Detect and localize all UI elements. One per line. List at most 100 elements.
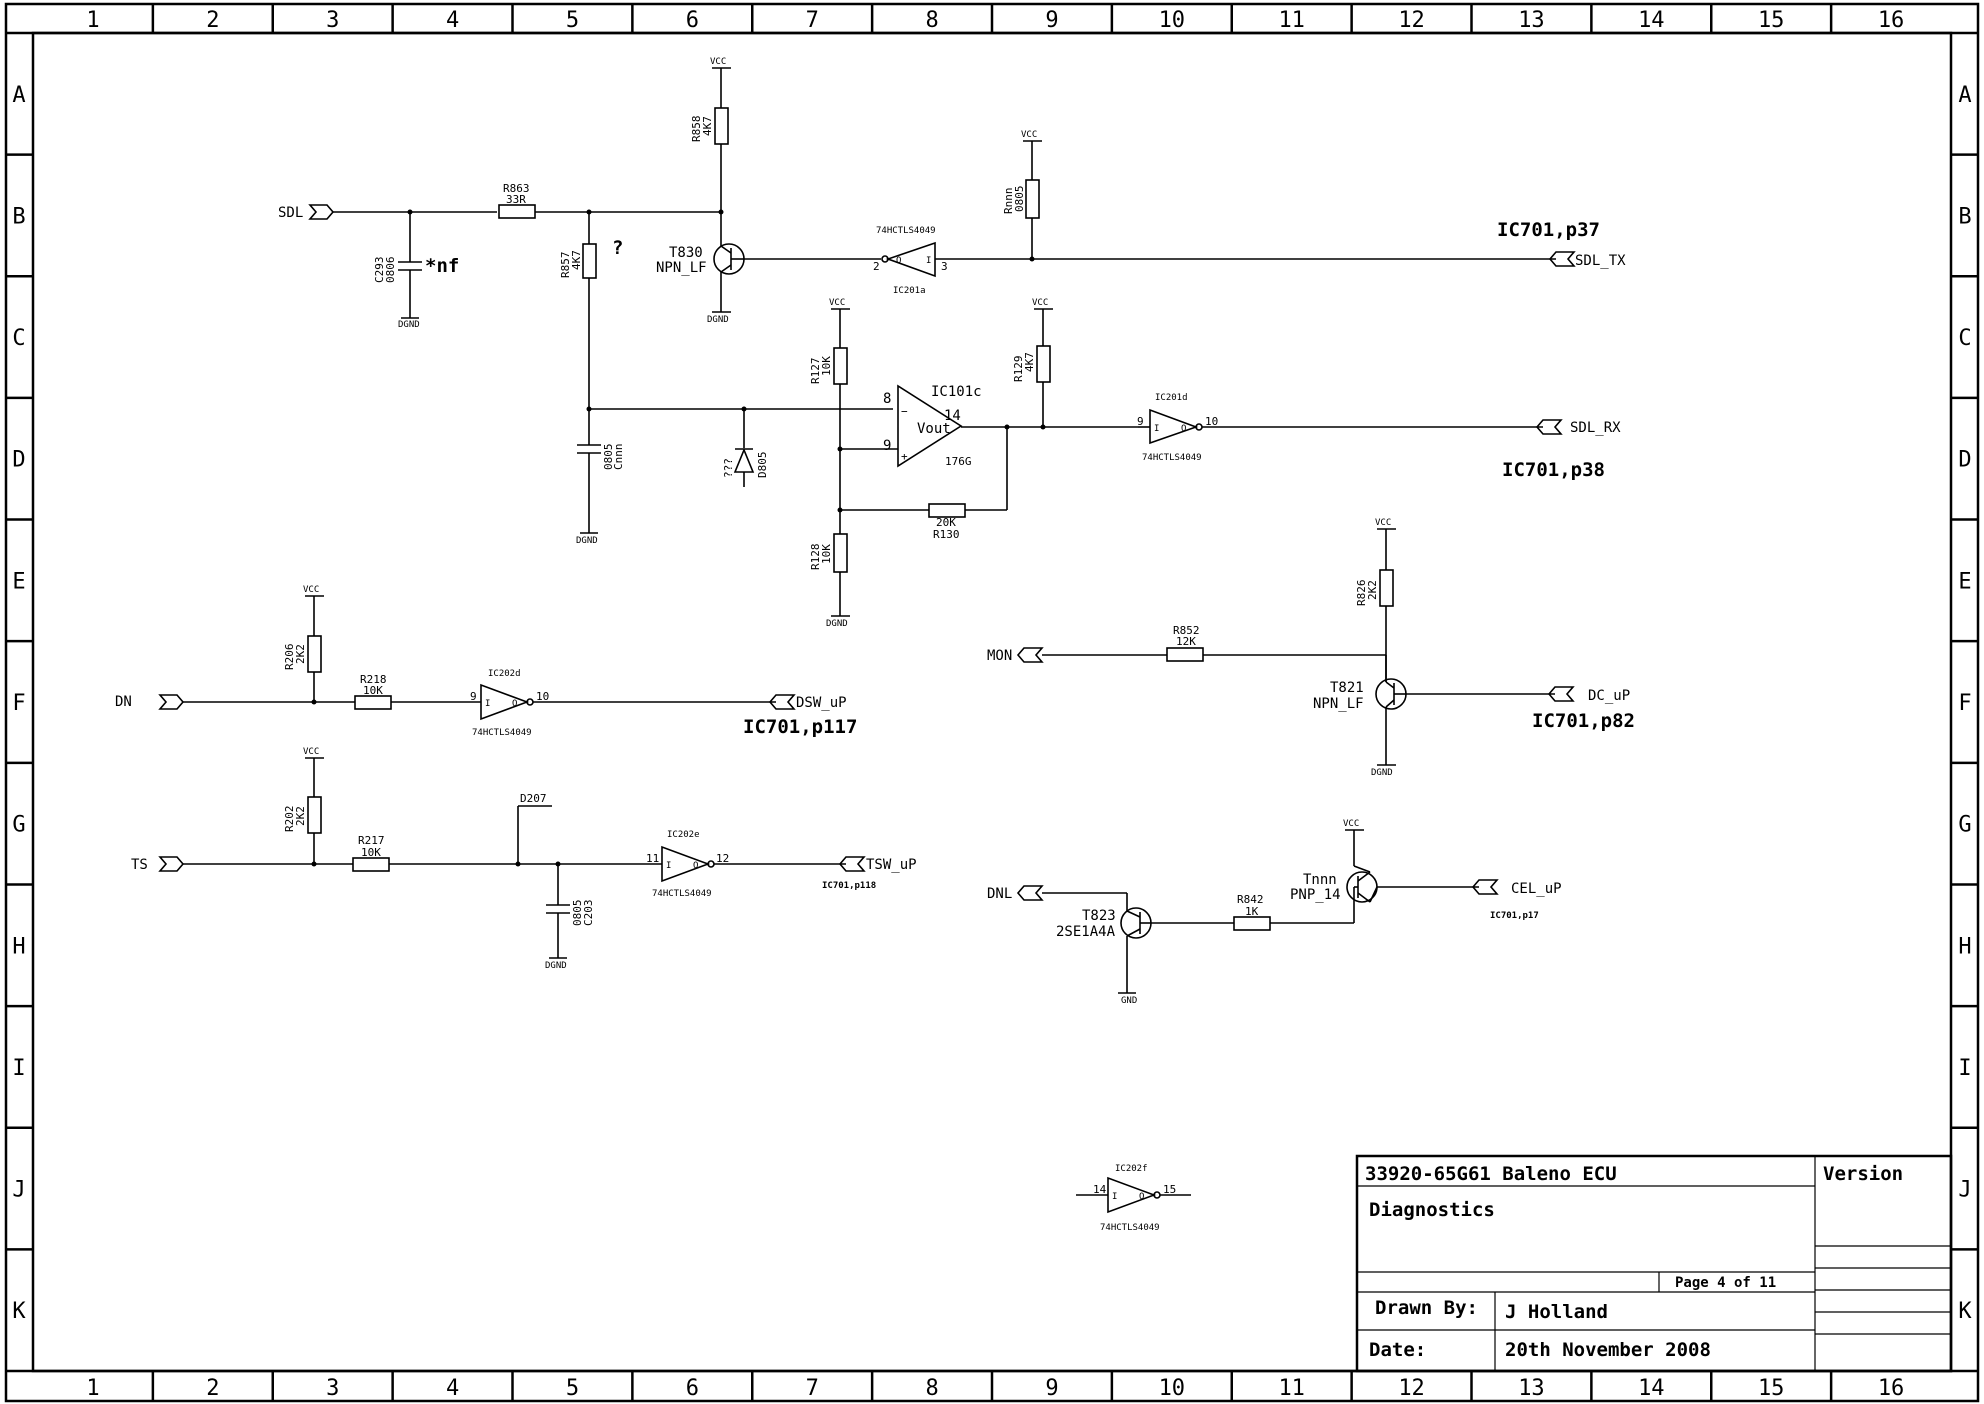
ic201a-part: 74HCTLS4049	[876, 226, 936, 236]
resistor-r218	[354, 695, 392, 710]
r858-ref: R858	[690, 116, 703, 143]
diode-d805	[733, 447, 755, 473]
r218-ref: R218	[360, 673, 387, 686]
resistor-r863	[498, 204, 536, 219]
ic201a-o: O	[896, 256, 901, 266]
port-sdl-label: SDL	[278, 205, 303, 221]
r129-ref: R129	[1012, 356, 1025, 383]
ic202d-o: O	[512, 699, 517, 709]
r128-ref: R128	[809, 544, 822, 571]
zone-column-label: 3	[326, 1376, 339, 1401]
d805-ref: D805	[756, 452, 769, 479]
r130-ref: R130	[933, 528, 960, 541]
title-block-title: 33920-65G61 Baleno ECU	[1365, 1163, 1617, 1185]
r206-vcc: VCC	[303, 585, 319, 595]
ic202e-pin-in: 11	[646, 852, 659, 865]
zone-row-label: C	[1958, 326, 1971, 351]
r202-val: 2K2	[294, 806, 307, 826]
zone-column-label: 15	[1758, 8, 1785, 33]
zone-column-label: 9	[1045, 1376, 1058, 1401]
port-dnl-arrow	[1016, 885, 1044, 901]
resistor-r217	[352, 857, 390, 872]
zone-column-label: 1	[86, 1376, 99, 1401]
ic202e-i: I	[666, 861, 671, 871]
r826-ref: R826	[1355, 580, 1368, 607]
cnnn-ref: Cnnn	[612, 444, 625, 471]
zone-column-label: 2	[206, 1376, 219, 1401]
tnnn-type: PNP_14	[1290, 887, 1341, 903]
zone-row-label: H	[12, 934, 25, 959]
opamp-ic101c	[897, 384, 963, 468]
title-block-version-label: Version	[1823, 1163, 1903, 1185]
note-ic701-p82: IC701,p82	[1532, 710, 1635, 732]
r217-val: 10K	[361, 846, 381, 859]
zone-column-label: 14	[1638, 1376, 1665, 1401]
zone-row-label: K	[12, 1299, 26, 1324]
question-note: ?	[612, 237, 623, 259]
title-block-page: Page 4 of 11	[1675, 1275, 1776, 1291]
ic201d-ref: IC201d	[1155, 393, 1188, 403]
c203-dgnd: DGND	[545, 961, 567, 971]
zone-column-label: 6	[686, 1376, 699, 1401]
t821-type: NPN_LF	[1313, 696, 1364, 712]
port-dn-arrow	[158, 694, 185, 710]
zone-row-label: I	[1958, 1056, 1971, 1081]
zone-row-label: G	[1958, 813, 1971, 838]
ic201d-pin-in: 9	[1137, 415, 1144, 428]
zone-column-label: 10	[1159, 1376, 1186, 1401]
zone-column-label: 11	[1278, 1376, 1305, 1401]
port-dc-up-label: DC_uP	[1588, 688, 1630, 704]
ic202f-part: 74HCTLS4049	[1100, 1223, 1160, 1233]
zone-column-label: 8	[925, 1376, 938, 1401]
resistor-r129	[1036, 345, 1051, 383]
note-ic701-p117: IC701,p117	[743, 716, 857, 738]
opamp-pin-neg: 8	[883, 391, 891, 407]
r857-ref: R857	[559, 252, 572, 279]
t821-ref: T821	[1330, 680, 1364, 696]
opamp-minus: −	[901, 405, 908, 418]
zone-row-label: G	[12, 813, 25, 838]
zone-row-label: J	[12, 1178, 25, 1203]
ic202e-ref: IC202e	[667, 830, 700, 840]
note-ic701-p17: IC701,p17	[1490, 911, 1539, 921]
r128-dgnd: DGND	[826, 619, 848, 629]
port-dn-label: DN	[115, 694, 132, 710]
title-block-subtitle: Diagnostics	[1369, 1199, 1495, 1221]
zone-row-label: E	[12, 569, 25, 594]
c203-val: 0805	[571, 900, 584, 927]
ic202d-ref: IC202d	[488, 669, 521, 679]
zone-column-label: 13	[1518, 1376, 1545, 1401]
zone-row-label: D	[12, 448, 25, 473]
ic201a-i: I	[926, 256, 931, 266]
resistor-r202	[307, 796, 322, 834]
r129-vcc: VCC	[1032, 298, 1048, 308]
zone-row-label: J	[1958, 1178, 1971, 1203]
dnl-circuit: DNL T823 2SE1A4A GND R842 1K Tnnn PNP_14…	[987, 819, 1562, 1006]
ic201d-i: I	[1154, 424, 1159, 434]
port-sdl-tx-arrow	[1548, 251, 1576, 267]
zone-row-label: K	[1958, 1299, 1972, 1324]
gate-ic202d	[480, 683, 530, 721]
r218-val: 10K	[363, 684, 383, 697]
port-dsw-up-label: DSW_uP	[796, 695, 847, 711]
port-dsw-up-arrow	[768, 694, 796, 710]
zone-row-label: E	[1958, 569, 1971, 594]
ic202d-i: I	[485, 699, 490, 709]
r858-val: 4K7	[701, 116, 714, 136]
port-dnl-label: DNL	[987, 886, 1012, 902]
ic202d-part: 74HCTLS4049	[472, 728, 532, 738]
resistor-r857	[582, 243, 597, 279]
ic202d-pin-in: 9	[470, 690, 477, 703]
r127-val: 10K	[820, 356, 833, 376]
port-ts-label: TS	[131, 857, 148, 873]
sdl-circuit: SDL R863 33R DGND C293 0806 *nf R857 4K7…	[278, 57, 1626, 546]
ic202f-pin-out: 15	[1163, 1183, 1176, 1196]
dn-circuit: DN VCC R206 2K2 R218 10K IC202d 74HCTLS4…	[115, 585, 857, 738]
opamp-pin-out: 14	[944, 408, 961, 424]
t823-type: 2SE1A4A	[1056, 924, 1116, 940]
rnnn-ref: Rnnn	[1002, 188, 1015, 215]
title-block-drawn-by: J Holland	[1505, 1301, 1608, 1323]
t823-gnd: GND	[1121, 996, 1137, 1006]
ic201d-part: 74HCTLS4049	[1142, 453, 1202, 463]
zone-column-label: 6	[686, 8, 699, 33]
